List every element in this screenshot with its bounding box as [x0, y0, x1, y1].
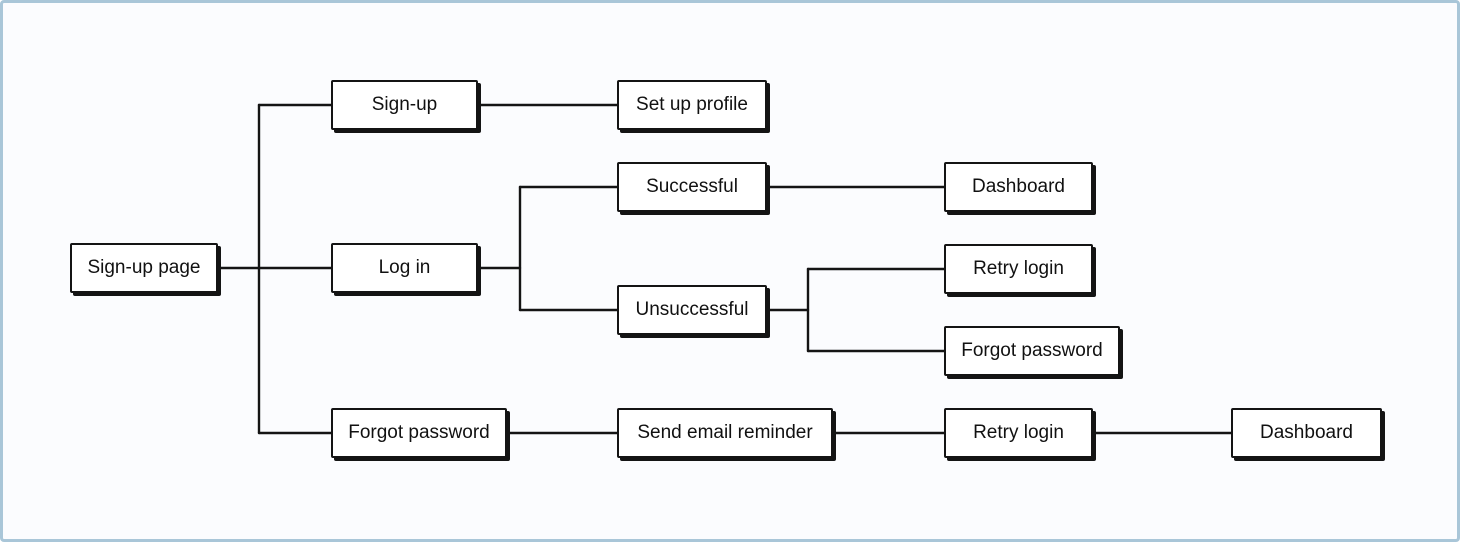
node-forgot-password-1: Forgot password	[944, 326, 1120, 376]
node-signup-page: Sign-up page	[70, 243, 218, 293]
node-retry-login-2: Retry login	[944, 408, 1093, 458]
node-unsuccessful: Unsuccessful	[617, 285, 767, 335]
node-dashboard-2: Dashboard	[1231, 408, 1382, 458]
node-retry-login: Retry login	[944, 244, 1093, 294]
node-dashboard: Dashboard	[944, 162, 1093, 212]
node-forgot-password: Forgot password	[331, 408, 507, 458]
node-setup-profile: Set up profile	[617, 80, 767, 130]
node-successful: Successful	[617, 162, 767, 212]
node-login: Log in	[331, 243, 478, 293]
node-signup: Sign-up	[331, 80, 478, 130]
node-send-email-reminder: Send email reminder	[617, 408, 833, 458]
